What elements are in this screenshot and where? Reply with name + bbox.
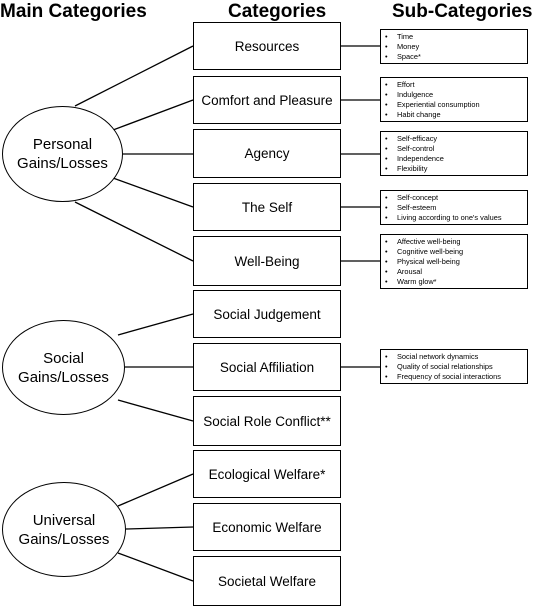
subcategory-item: Self-esteem	[385, 203, 527, 213]
subcategory-item: Affective well-being	[385, 237, 527, 247]
connector-social-roleconflict	[117, 399, 194, 422]
category-economic-welfare: Economic Welfare	[193, 503, 341, 551]
subcategory-item: Cognitive well-being	[385, 247, 527, 257]
header-sub-categories: Sub-Categories	[392, 1, 533, 22]
main-category-label: Gains/Losses	[18, 530, 110, 548]
category-label: Resources	[234, 38, 300, 54]
category-agency: Agency	[193, 129, 341, 178]
category-social-role-conflict: Social Role Conflict**	[193, 396, 341, 446]
category-social-judgement: Social Judgement	[193, 290, 341, 338]
subcategories-the-self: Self-concept Self-esteem Living accordin…	[380, 190, 528, 225]
subcategory-item: Quality of social relationships	[385, 362, 527, 372]
subcategory-item: Frequency of social interactions	[385, 372, 527, 382]
subcategory-item: Effort	[385, 80, 527, 90]
subcategories-social-affiliation: Social network dynamics Quality of socia…	[380, 349, 528, 384]
connector-universal-economic	[125, 526, 194, 530]
subcategory-item: Physical well-being	[385, 257, 527, 267]
connector-universal-ecological	[117, 473, 194, 507]
category-well-being: Well-Being	[193, 236, 341, 286]
main-category-label: Gains/Losses	[18, 368, 109, 386]
main-category-label: Personal	[32, 136, 93, 153]
header-categories: Categories	[228, 1, 327, 22]
subcategory-item: Independence	[385, 154, 527, 164]
category-resources: Resources	[193, 22, 341, 70]
connector-universal-societal	[117, 552, 194, 582]
subcategory-item: Self-efficacy	[385, 134, 527, 144]
connector-social-judgement	[117, 313, 194, 336]
category-label: Economic Welfare	[212, 519, 322, 535]
subcategory-item: Experiential consumption	[385, 100, 527, 110]
connector-personal-self	[112, 177, 194, 208]
subcategories-comfort-and-pleasure: Effort Indulgence Experiential consumpti…	[380, 77, 528, 122]
subcategories-well-being: Affective well-being Cognitive well-bein…	[380, 234, 528, 289]
subcategory-item: Social network dynamics	[385, 352, 527, 362]
connector-personal-resources	[74, 45, 194, 107]
main-category-label: Social	[43, 349, 84, 367]
main-category-label: Gains/Losses	[17, 155, 108, 172]
category-societal-welfare: Societal Welfare	[193, 556, 341, 606]
category-the-self: The Self	[193, 183, 341, 231]
category-label: Ecological Welfare*	[208, 466, 326, 482]
category-comfort-and-pleasure: Comfort and Pleasure	[193, 76, 341, 124]
subcategory-item: Self-concept	[385, 193, 527, 203]
category-label: Social Affiliation	[219, 359, 315, 375]
subcategories-agency: Self-efficacy Self-control Independence …	[380, 131, 528, 176]
subcategory-item: Arousal	[385, 267, 527, 277]
header-main-categories: Main Categories	[0, 1, 147, 22]
connector-personal-comfort	[112, 99, 194, 131]
category-label: Social Role Conflict**	[203, 413, 331, 429]
category-label: Comfort and Pleasure	[201, 92, 333, 108]
subcategory-item: Flexibility	[385, 164, 527, 174]
subcategory-item: Self-control	[385, 144, 527, 154]
category-label: The Self	[241, 199, 293, 215]
category-ecological-welfare: Ecological Welfare*	[193, 450, 341, 498]
subcategory-item: Warm glow*	[385, 277, 527, 287]
category-label: Societal Welfare	[217, 573, 317, 589]
subcategory-item: Space*	[385, 52, 527, 62]
category-social-affiliation: Social Affiliation	[193, 343, 341, 391]
main-category-label: Universal	[32, 511, 96, 529]
connector-personal-wellbeing	[74, 201, 194, 262]
subcategory-item: Time	[385, 32, 527, 42]
category-label: Agency	[244, 146, 290, 161]
category-label: Social Judgement	[213, 306, 321, 322]
subcategories-resources: Time Money Space*	[380, 29, 528, 64]
subcategory-item: Indulgence	[385, 90, 527, 100]
subcategory-item: Money	[385, 42, 527, 52]
subcategory-item: Living according to one's values	[385, 213, 527, 223]
category-label: Well-Being	[234, 253, 300, 269]
subcategory-item: Habit change	[385, 110, 527, 120]
